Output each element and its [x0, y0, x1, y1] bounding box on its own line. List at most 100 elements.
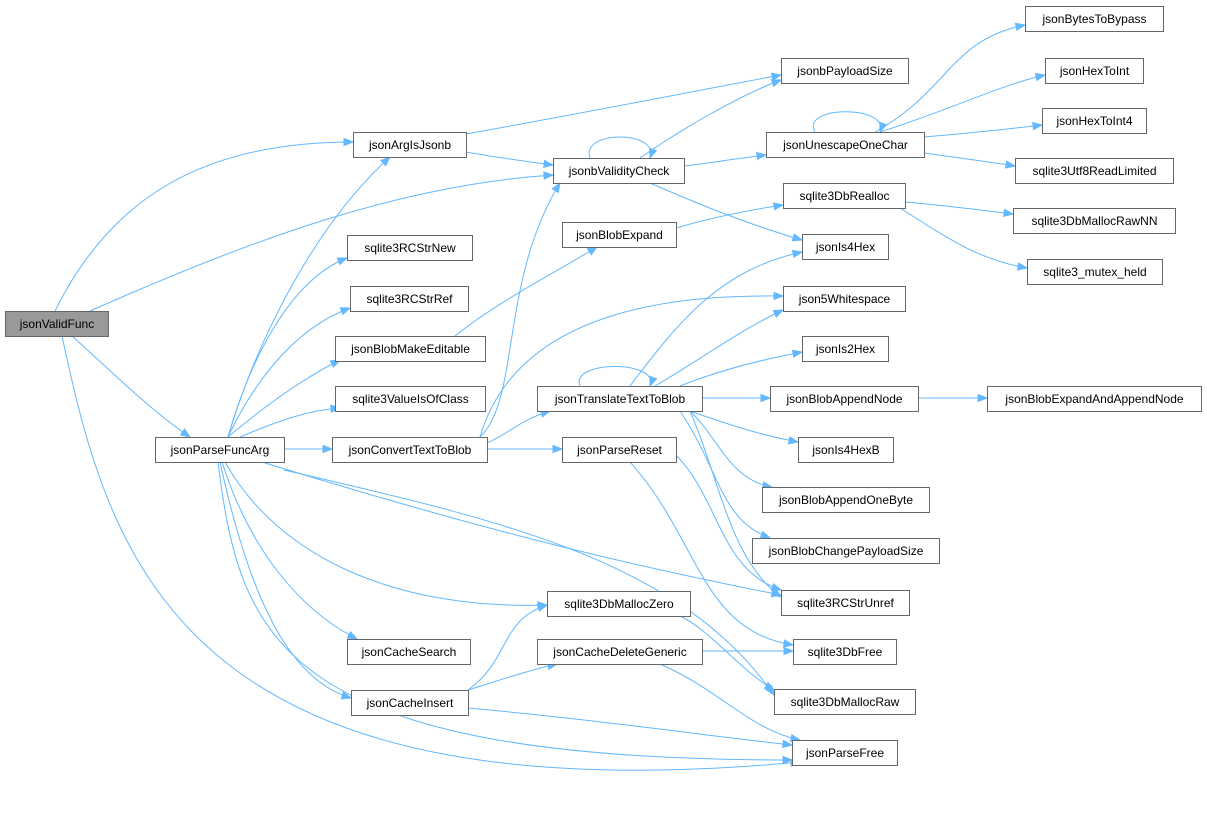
node-jsonBytesToBypass[interactable]: jsonBytesToBypass — [1025, 6, 1164, 32]
node-sqlite3DbMallocRaw[interactable]: sqlite3DbMallocRaw — [774, 689, 916, 715]
node-jsonParseReset[interactable]: jsonParseReset — [562, 437, 677, 463]
node-box — [762, 487, 930, 513]
node-jsonCacheSearch[interactable]: jsonCacheSearch — [347, 639, 471, 665]
node-sqlite3Utf8ReadLimited[interactable]: sqlite3Utf8ReadLimited — [1015, 158, 1174, 184]
node-box — [802, 234, 889, 260]
edge-line — [675, 454, 782, 591]
edge-jsonValidFunc-to-jsonArgIsJsonb — [54, 137, 355, 312]
node-jsonArgIsJsonb[interactable]: jsonArgIsJsonb — [353, 132, 467, 158]
edge-jsonUnescapeOneChar-to-jsonBytesToBypass — [874, 22, 1027, 133]
node-jsonParseFree[interactable]: jsonParseFree — [792, 740, 898, 766]
node-jsonCacheInsert[interactable]: jsonCacheInsert — [351, 690, 469, 716]
arrowhead-icon — [536, 603, 549, 612]
node-jsonBlobExpandAndAppendNode[interactable]: jsonBlobExpandAndAppendNode — [987, 386, 1202, 412]
edge-line — [467, 663, 558, 691]
node-jsonValidFunc[interactable]: jsonValidFunc — [5, 311, 109, 337]
node-sqlite3DbMallocZero[interactable]: sqlite3DbMallocZero — [547, 591, 691, 617]
arrowhead-icon — [1014, 22, 1027, 32]
edge-jsonConvertTextToBlob-to-jsonTranslateTextToBlob — [486, 409, 552, 444]
edge-line — [874, 24, 1026, 133]
arrowhead-icon — [770, 79, 783, 88]
node-label: sqlite3RCStrUnref — [797, 596, 894, 610]
node-box — [351, 690, 469, 716]
edge-line — [629, 461, 794, 646]
node-label: jsonIs4Hex — [815, 240, 875, 254]
arrowhead-icon — [791, 233, 804, 242]
arrowhead-icon — [770, 583, 783, 592]
node-box — [766, 132, 925, 158]
node-jsonBlobChangePayloadSize[interactable]: jsonBlobChangePayloadSize — [752, 538, 940, 564]
node-sqlite3RCStrRef[interactable]: sqlite3RCStrRef — [350, 286, 469, 312]
node-label: sqlite3RCStrNew — [364, 241, 456, 255]
node-jsonbPayloadSize[interactable]: jsonbPayloadSize — [781, 58, 909, 84]
edge-jsonUnescapeOneChar-to-jsonHexToInt4 — [923, 121, 1044, 138]
edge-line — [454, 246, 598, 337]
node-jsonTranslateTextToBlob[interactable]: jsonTranslateTextToBlob — [537, 386, 703, 412]
node-sqlite3_mutex_held[interactable]: sqlite3_mutex_held — [1027, 259, 1163, 285]
node-label: jsonArgIsJsonb — [368, 138, 451, 152]
edge-jsonTranslateTextToBlob-to-jsonIs2Hex — [679, 349, 804, 387]
node-sqlite3DbFree[interactable]: sqlite3DbFree — [793, 639, 897, 665]
edge-jsonConvertTextToBlob-to-jsonParseReset — [487, 444, 564, 454]
edge-line — [689, 410, 782, 598]
edge-jsonParseReset-to-sqlite3DbFree — [629, 461, 795, 648]
edge-line — [879, 74, 1046, 133]
edge-line — [227, 257, 348, 438]
arrowhead-icon — [586, 246, 599, 256]
edge-line — [659, 663, 801, 741]
edge-jsonParseFuncArg-to-jsonCacheSearch — [221, 461, 359, 640]
arrowhead-icon — [551, 181, 561, 194]
node-jsonConvertTextToBlob[interactable]: jsonConvertTextToBlob — [332, 437, 488, 463]
arrowhead-icon — [759, 530, 772, 539]
arrowhead-icon — [543, 171, 555, 180]
arrowhead-icon — [380, 156, 392, 167]
node-jsonHexToInt4[interactable]: jsonHexToInt4 — [1042, 108, 1147, 134]
arrowhead-icon — [791, 349, 804, 358]
edge-jsonCacheDeleteGeneric-to-sqlite3DbFree — [701, 646, 795, 656]
node-box — [562, 222, 677, 248]
edge-jsonConvertTextToBlob-to-json5Whitespace — [479, 291, 785, 438]
arrowhead-icon — [782, 639, 795, 648]
node-json5Whitespace[interactable]: json5Whitespace — [783, 286, 906, 312]
node-jsonCacheDeleteGeneric[interactable]: jsonCacheDeleteGeneric — [537, 639, 703, 665]
node-jsonBlobAppendOneByte[interactable]: jsonBlobAppendOneByte — [762, 487, 930, 513]
node-sqlite3DbRealloc[interactable]: sqlite3DbRealloc — [783, 183, 906, 209]
node-jsonParseFuncArg[interactable]: jsonParseFuncArg — [155, 437, 285, 463]
edge-jsonBlobMakeEditable-to-jsonBlobExpand — [454, 246, 599, 337]
node-jsonHexToInt[interactable]: jsonHexToInt — [1045, 58, 1144, 84]
node-label: jsonCacheSearch — [361, 645, 457, 659]
edge-line — [261, 461, 782, 596]
node-jsonUnescapeOneChar[interactable]: jsonUnescapeOneChar — [766, 132, 925, 158]
node-label: jsonbPayloadSize — [796, 64, 893, 78]
node-label: jsonParseFuncArg — [170, 443, 270, 457]
node-sqlite3RCStrNew[interactable]: sqlite3RCStrNew — [347, 235, 473, 261]
node-box — [537, 639, 703, 665]
node-jsonBlobMakeEditable[interactable]: jsonBlobMakeEditable — [335, 336, 486, 362]
node-sqlite3RCStrUnref[interactable]: sqlite3RCStrUnref — [781, 590, 910, 616]
edge-jsonValidFunc-to-jsonbValidityCheck — [89, 171, 555, 312]
arrowhead-icon — [336, 257, 349, 266]
edge-sqlite3DbRealloc-to-sqlite3_mutex_held — [899, 207, 1029, 271]
node-label: jsonBlobMakeEditable — [350, 342, 470, 356]
node-jsonIs2Hex[interactable]: jsonIs2Hex — [802, 336, 889, 362]
node-box — [781, 58, 909, 84]
node-jsonIs4Hex[interactable]: jsonIs4Hex — [802, 234, 889, 260]
edge-jsonbValidityCheck-to-jsonbValidityCheck — [588, 136, 658, 160]
node-label: jsonBytesToBypass — [1041, 12, 1146, 26]
edge-jsonParseFuncArg-to-sqlite3RCStrNew — [227, 257, 349, 438]
edge-jsonParseFuncArg-to-sqlite3RCStrRef — [227, 307, 352, 438]
edge-line — [675, 204, 784, 229]
node-jsonbValidityCheck[interactable]: jsonbValidityCheck — [553, 158, 685, 184]
node-sqlite3ValueIsOfClass[interactable]: sqlite3ValueIsOfClass — [335, 386, 486, 412]
node-label: sqlite3DbMallocZero — [564, 597, 674, 611]
node-box — [770, 386, 919, 412]
node-jsonBlobAppendNode[interactable]: jsonBlobAppendNode — [770, 386, 919, 412]
node-label: sqlite3DbRealloc — [799, 189, 889, 203]
arrowhead-icon — [346, 630, 359, 640]
node-jsonIs4HexB[interactable]: jsonIs4HexB — [798, 437, 894, 463]
node-box — [1042, 108, 1147, 134]
edge-line — [683, 154, 767, 167]
node-jsonBlobExpand[interactable]: jsonBlobExpand — [562, 222, 677, 248]
node-sqlite3DbMallocRawNN[interactable]: sqlite3DbMallocRawNN — [1013, 208, 1176, 234]
edge-line — [904, 201, 1014, 215]
